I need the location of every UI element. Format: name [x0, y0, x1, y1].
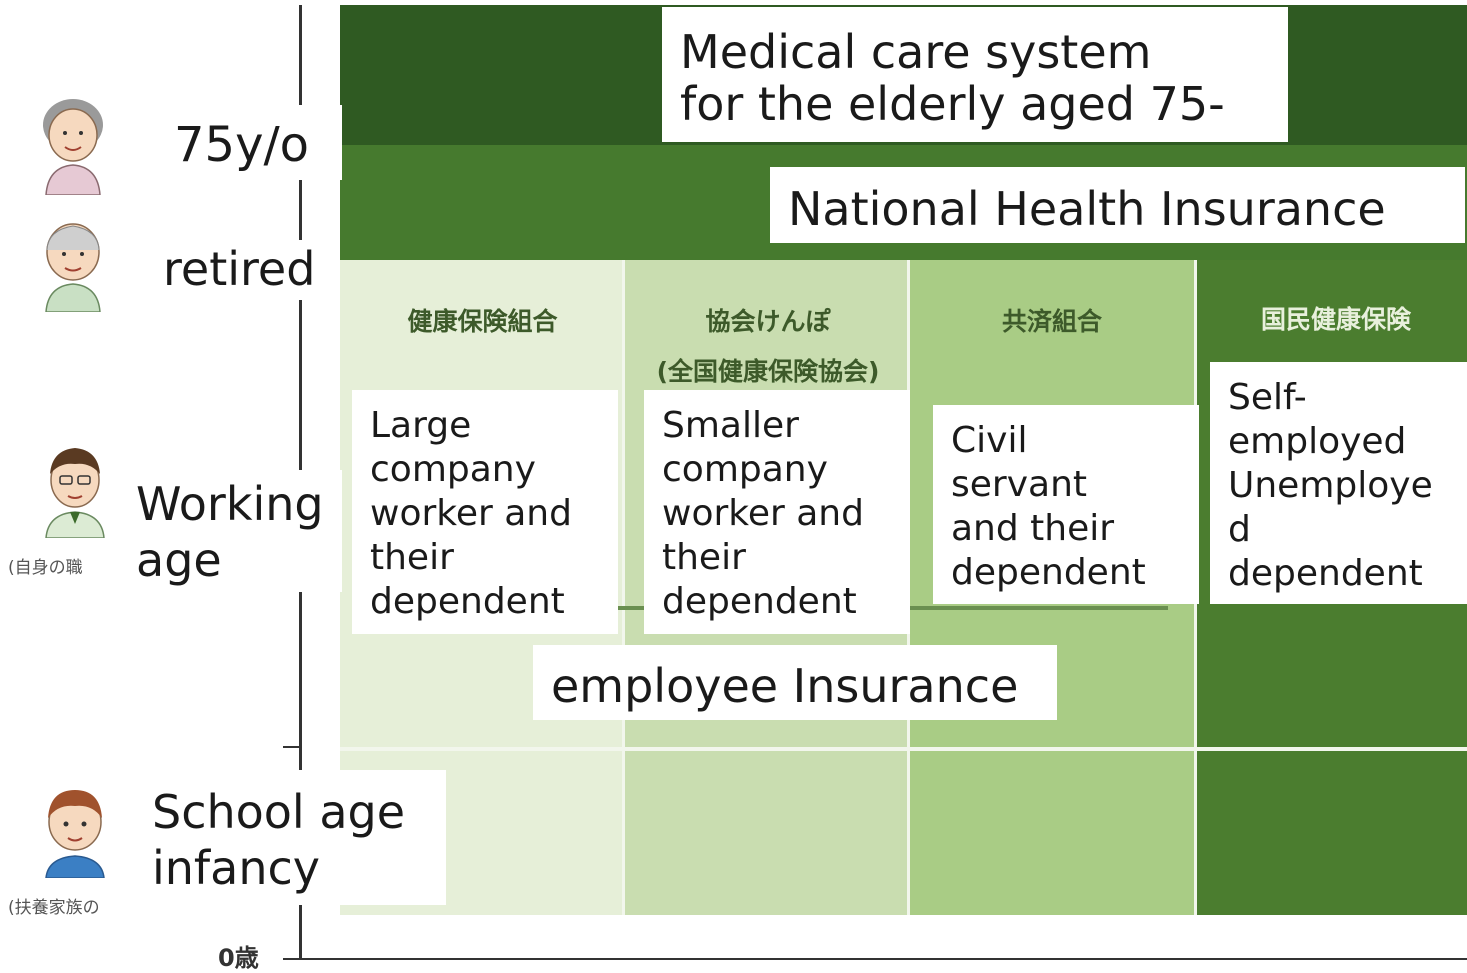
stage-line: age — [136, 533, 222, 587]
school-caption: (扶養家族の — [8, 898, 100, 918]
column-description: Civil servant and their dependent — [933, 405, 1199, 604]
stage-label-retired: retired — [157, 240, 327, 300]
description-line: d — [1228, 509, 1251, 550]
description-line: Unemploye — [1228, 465, 1433, 506]
column-header-jp: 国民健康保険 — [1260, 305, 1411, 334]
description-line: their — [662, 537, 746, 578]
column-header-jp: 共済組合 — [1001, 307, 1102, 336]
nhi-label: National Health Insurance — [770, 167, 1465, 243]
elderly-system-label: Medical care system for the elderly aged… — [662, 7, 1288, 142]
column-header-jp: 健康保険組合 — [407, 307, 558, 336]
description-line: dependent — [951, 552, 1146, 593]
column-description: Self- employed Unemploye d dependent — [1210, 362, 1467, 604]
stage-line: Working — [136, 477, 324, 531]
description-line: dependent — [370, 581, 565, 622]
description-line: dependent — [662, 581, 857, 622]
child-icon — [45, 790, 105, 878]
column-divider — [622, 260, 625, 915]
description-line: and their — [951, 508, 1115, 549]
axis-baseline — [283, 958, 1467, 960]
stage-line: infancy — [152, 841, 320, 895]
elderly-woman-icon — [43, 99, 103, 195]
elderly-system-line: for the elderly aged 75- — [680, 76, 1225, 131]
description-line: Large — [370, 405, 472, 446]
elderly-man-icon — [45, 223, 101, 312]
stage-line: School age — [152, 785, 406, 839]
zero-age-label: 0歳 — [218, 944, 259, 972]
column-subheader-jp: (全国健康保険協会) — [656, 357, 880, 386]
axis-tick — [283, 746, 301, 748]
description-line: company — [370, 449, 536, 490]
description-line: Self- — [1228, 377, 1307, 418]
description-line: worker and — [662, 493, 864, 534]
stage-label-working: Working age — [132, 470, 342, 592]
column-description: Smaller company worker and their depende… — [644, 390, 910, 634]
description-line: employed — [1228, 421, 1407, 462]
description-line: servant — [951, 464, 1088, 505]
column-header-jp: 協会けんぽ — [705, 307, 831, 336]
column-description: Large company worker and their dependent — [352, 390, 618, 634]
stage-label-75: 75y/o — [168, 105, 342, 180]
description-line: dependent — [1228, 553, 1423, 594]
description-line: company — [662, 449, 828, 490]
age-divider — [340, 747, 1467, 751]
description-line: Civil — [951, 420, 1028, 461]
description-line: worker and — [370, 493, 572, 534]
adult-man-icon — [45, 448, 105, 538]
description-line: Smaller — [662, 405, 799, 446]
working-caption: (自身の職 — [8, 558, 83, 578]
stage-label-school: School age infancy — [148, 770, 446, 905]
employee-insurance-label: employee Insurance — [533, 645, 1057, 720]
description-line: their — [370, 537, 454, 578]
elderly-system-line: Medical care system — [680, 25, 1152, 79]
